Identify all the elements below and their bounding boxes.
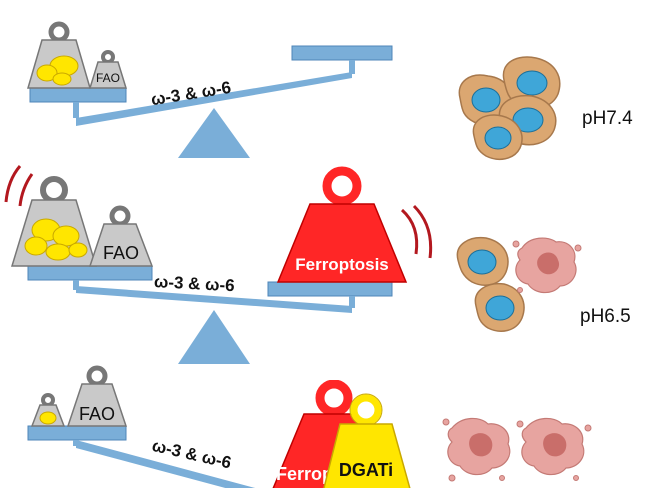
weight-ring [350, 394, 382, 426]
fao-label: FAO [96, 71, 120, 85]
fao-weight: FAO [66, 365, 128, 427]
fao-weight: FAO [88, 50, 128, 89]
balance-beam [76, 72, 352, 126]
weight-body [88, 223, 154, 267]
lipid-droplet-weight [30, 393, 66, 427]
lipid-droplet-icon [39, 411, 57, 425]
right-pan [291, 45, 393, 61]
weight-body [88, 61, 128, 89]
weight-ring [101, 50, 115, 64]
lipid-droplet-icon [68, 242, 88, 258]
lipid-droplet-icon [45, 243, 71, 261]
omega-fatty-acid-label: ω-3 & ω-6 [154, 272, 236, 295]
healthy-cell [472, 114, 523, 161]
weight-ring [322, 166, 362, 206]
weight-body [321, 423, 412, 493]
right-pan [267, 281, 393, 297]
weight-ring [40, 176, 68, 204]
ph-label: pH6.5 [580, 306, 631, 327]
lipid-droplet-icon [36, 64, 58, 82]
weight-body [66, 383, 128, 427]
weight-ring [86, 365, 108, 387]
wobble-mark [412, 204, 433, 259]
weight-body [276, 203, 408, 283]
panel-top-balance: FAO ω-3 & ω-6 pH7.4 [27, 21, 633, 161]
healthy-cell [502, 56, 561, 110]
lipid-droplet-weight [27, 21, 91, 89]
lipid-droplet-icon [24, 236, 48, 256]
healthy-cell-cluster [458, 56, 561, 161]
weight-ring [109, 205, 131, 227]
left-pan [27, 425, 127, 441]
healthy-cell [458, 74, 513, 126]
panel-bottom-balance: FAO ω-3 & ω-6 Ferroptosis DGATi [27, 365, 592, 493]
dead-cell [516, 417, 592, 481]
lipid-droplet-weight [10, 176, 98, 267]
healthy-cell [474, 282, 525, 332]
ferroptosis-label: Ferroptosis [295, 255, 389, 274]
fao-label: FAO [79, 404, 115, 424]
panel-middle-balance: FAO Ferroptosis ω-3 & ω-6 pH6.5 [4, 165, 631, 364]
weight-ring [315, 380, 353, 417]
fulcrum-triangle [178, 310, 250, 364]
dgati-weight: DGATi [321, 393, 412, 493]
weight-ring [48, 21, 70, 43]
balance-beam [76, 440, 274, 493]
wobble-mark [400, 208, 419, 255]
weight-ring [41, 393, 55, 407]
healthy-cell [456, 236, 509, 286]
left-pan [27, 265, 153, 281]
ph-label: pH7.4 [582, 108, 633, 129]
fulcrum-triangle [178, 108, 250, 158]
wobble-mark [4, 165, 22, 203]
ferroptosis-weight: Ferroptosis [276, 166, 408, 283]
wobble-mark [18, 173, 34, 207]
balance-beam [76, 286, 352, 313]
fao-weight: FAO [88, 205, 154, 267]
dead-cell [512, 237, 582, 294]
dgati-label: DGATi [339, 460, 393, 480]
dead-cell [442, 417, 511, 482]
lipid-droplet-icon [52, 72, 72, 86]
fao-label: FAO [103, 243, 139, 263]
left-pan [29, 87, 127, 103]
